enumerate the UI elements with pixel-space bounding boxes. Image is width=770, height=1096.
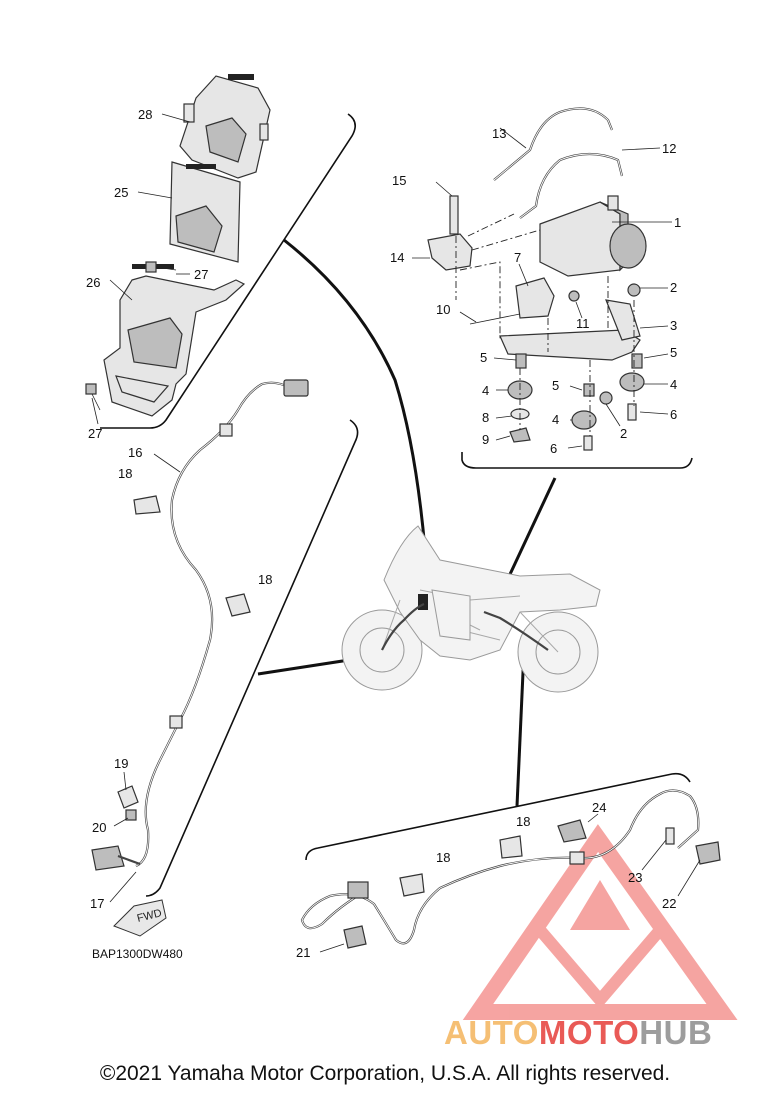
nut-9 [509,427,531,443]
bracket-7 [515,277,555,319]
callout-2-lower: 2 [620,426,627,441]
callout-25: 25 [114,185,128,200]
callout-12: 12 [662,141,676,156]
callout-21: 21 [296,945,310,960]
collars-5 [515,353,643,397]
callout-5-right: 5 [670,345,677,360]
abs-bracket-3 [499,299,641,361]
callout-5-center: 5 [552,378,559,393]
holder-21 [343,925,367,949]
rear-wheel-sensor-lead [300,789,700,945]
callout-14: 14 [390,250,404,265]
clamp-18-a [133,495,161,515]
callout-9: 9 [482,432,489,447]
drawing-code: BAP1300DW480 [92,947,183,961]
clamp-18-b [225,593,251,617]
ecu-bracket-26 [103,264,246,417]
callout-22: 22 [662,896,676,911]
callout-18-d: 18 [436,850,450,865]
dampers-4 [507,372,645,430]
callout-18-c: 18 [516,814,530,829]
watermark-part-moto: MOTO [538,1014,640,1051]
fwd-label: FWD [136,907,163,925]
callout-2-upper: 2 [670,280,677,295]
callout-4-left: 4 [482,383,489,398]
callout-13: 13 [492,126,506,141]
callout-17: 17 [90,896,104,911]
callout-27-upper: 27 [194,267,208,282]
dash-lines-abs [455,213,635,436]
bolt-2-upper [627,283,641,297]
callout-labels: 28 25 27 26 27 16 18 18 19 20 17 13 12 1… [86,107,681,960]
callout-10: 10 [436,302,450,317]
bolt-10 [469,313,521,325]
abs-ecu-cover-28 [179,74,271,179]
rear-wheel-sensor-22 [695,841,721,865]
bracket-14 [427,233,473,271]
callout-6-right: 6 [670,407,677,422]
bolt-20 [125,809,137,821]
callout-3: 3 [670,318,677,333]
callout-20: 20 [92,820,106,835]
collar-11 [568,290,580,302]
abs-hydraulic-unit-1 [539,195,647,277]
bolt-15 [449,195,459,235]
callout-24: 24 [592,800,606,815]
copyright-notice: ©2021 Yamaha Motor Corporation, U.S.A. A… [99,1062,671,1085]
callout-27-lower: 27 [88,426,102,441]
clamp-18-c [499,835,523,859]
callout-15: 15 [392,173,406,188]
watermark-part-hub: HUB [639,1014,713,1051]
brake-pipe-13 [493,107,614,181]
callout-28: 28 [138,107,152,122]
callout-4-right: 4 [670,377,677,392]
callout-6-lower: 6 [550,441,557,456]
watermark-logo [462,824,738,1020]
callout-18-b: 18 [258,572,272,587]
callout-19: 19 [114,756,128,771]
bolt-2-lower [599,391,613,405]
callout-4-center: 4 [552,412,559,427]
brake-pipe-12 [519,152,624,219]
callout-8: 8 [482,410,489,425]
callout-5-left: 5 [480,350,487,365]
watermark-text: AUTOMOTOHUB [444,1014,712,1052]
watermark-part-auto: AUTO [444,1014,539,1051]
front-wheel-sensor-17 [91,845,141,871]
callout-18-a: 18 [118,466,132,481]
bolts-6 [583,403,637,451]
callout-26: 26 [86,275,100,290]
leader-lines [91,113,701,953]
section-frames [100,113,693,897]
callout-11: 11 [576,316,590,331]
callout-23: 23 [628,870,642,885]
callout-16: 16 [128,445,142,460]
bolt-27-upper [145,261,177,273]
front-wheel-sensor-lead-16 [135,379,309,868]
holder-19 [117,785,139,809]
connector-lines [257,238,557,807]
callout-7: 7 [514,250,521,265]
motorcycle-illustration [341,525,601,693]
clamp-18-d [399,873,425,897]
abs-ecu-25 [169,161,241,263]
callout-1: 1 [674,215,681,230]
bolt-23 [665,827,675,845]
holder-24 [557,819,587,843]
fwd-arrow: FWD [113,899,167,937]
bolt-27-lower [85,383,101,411]
